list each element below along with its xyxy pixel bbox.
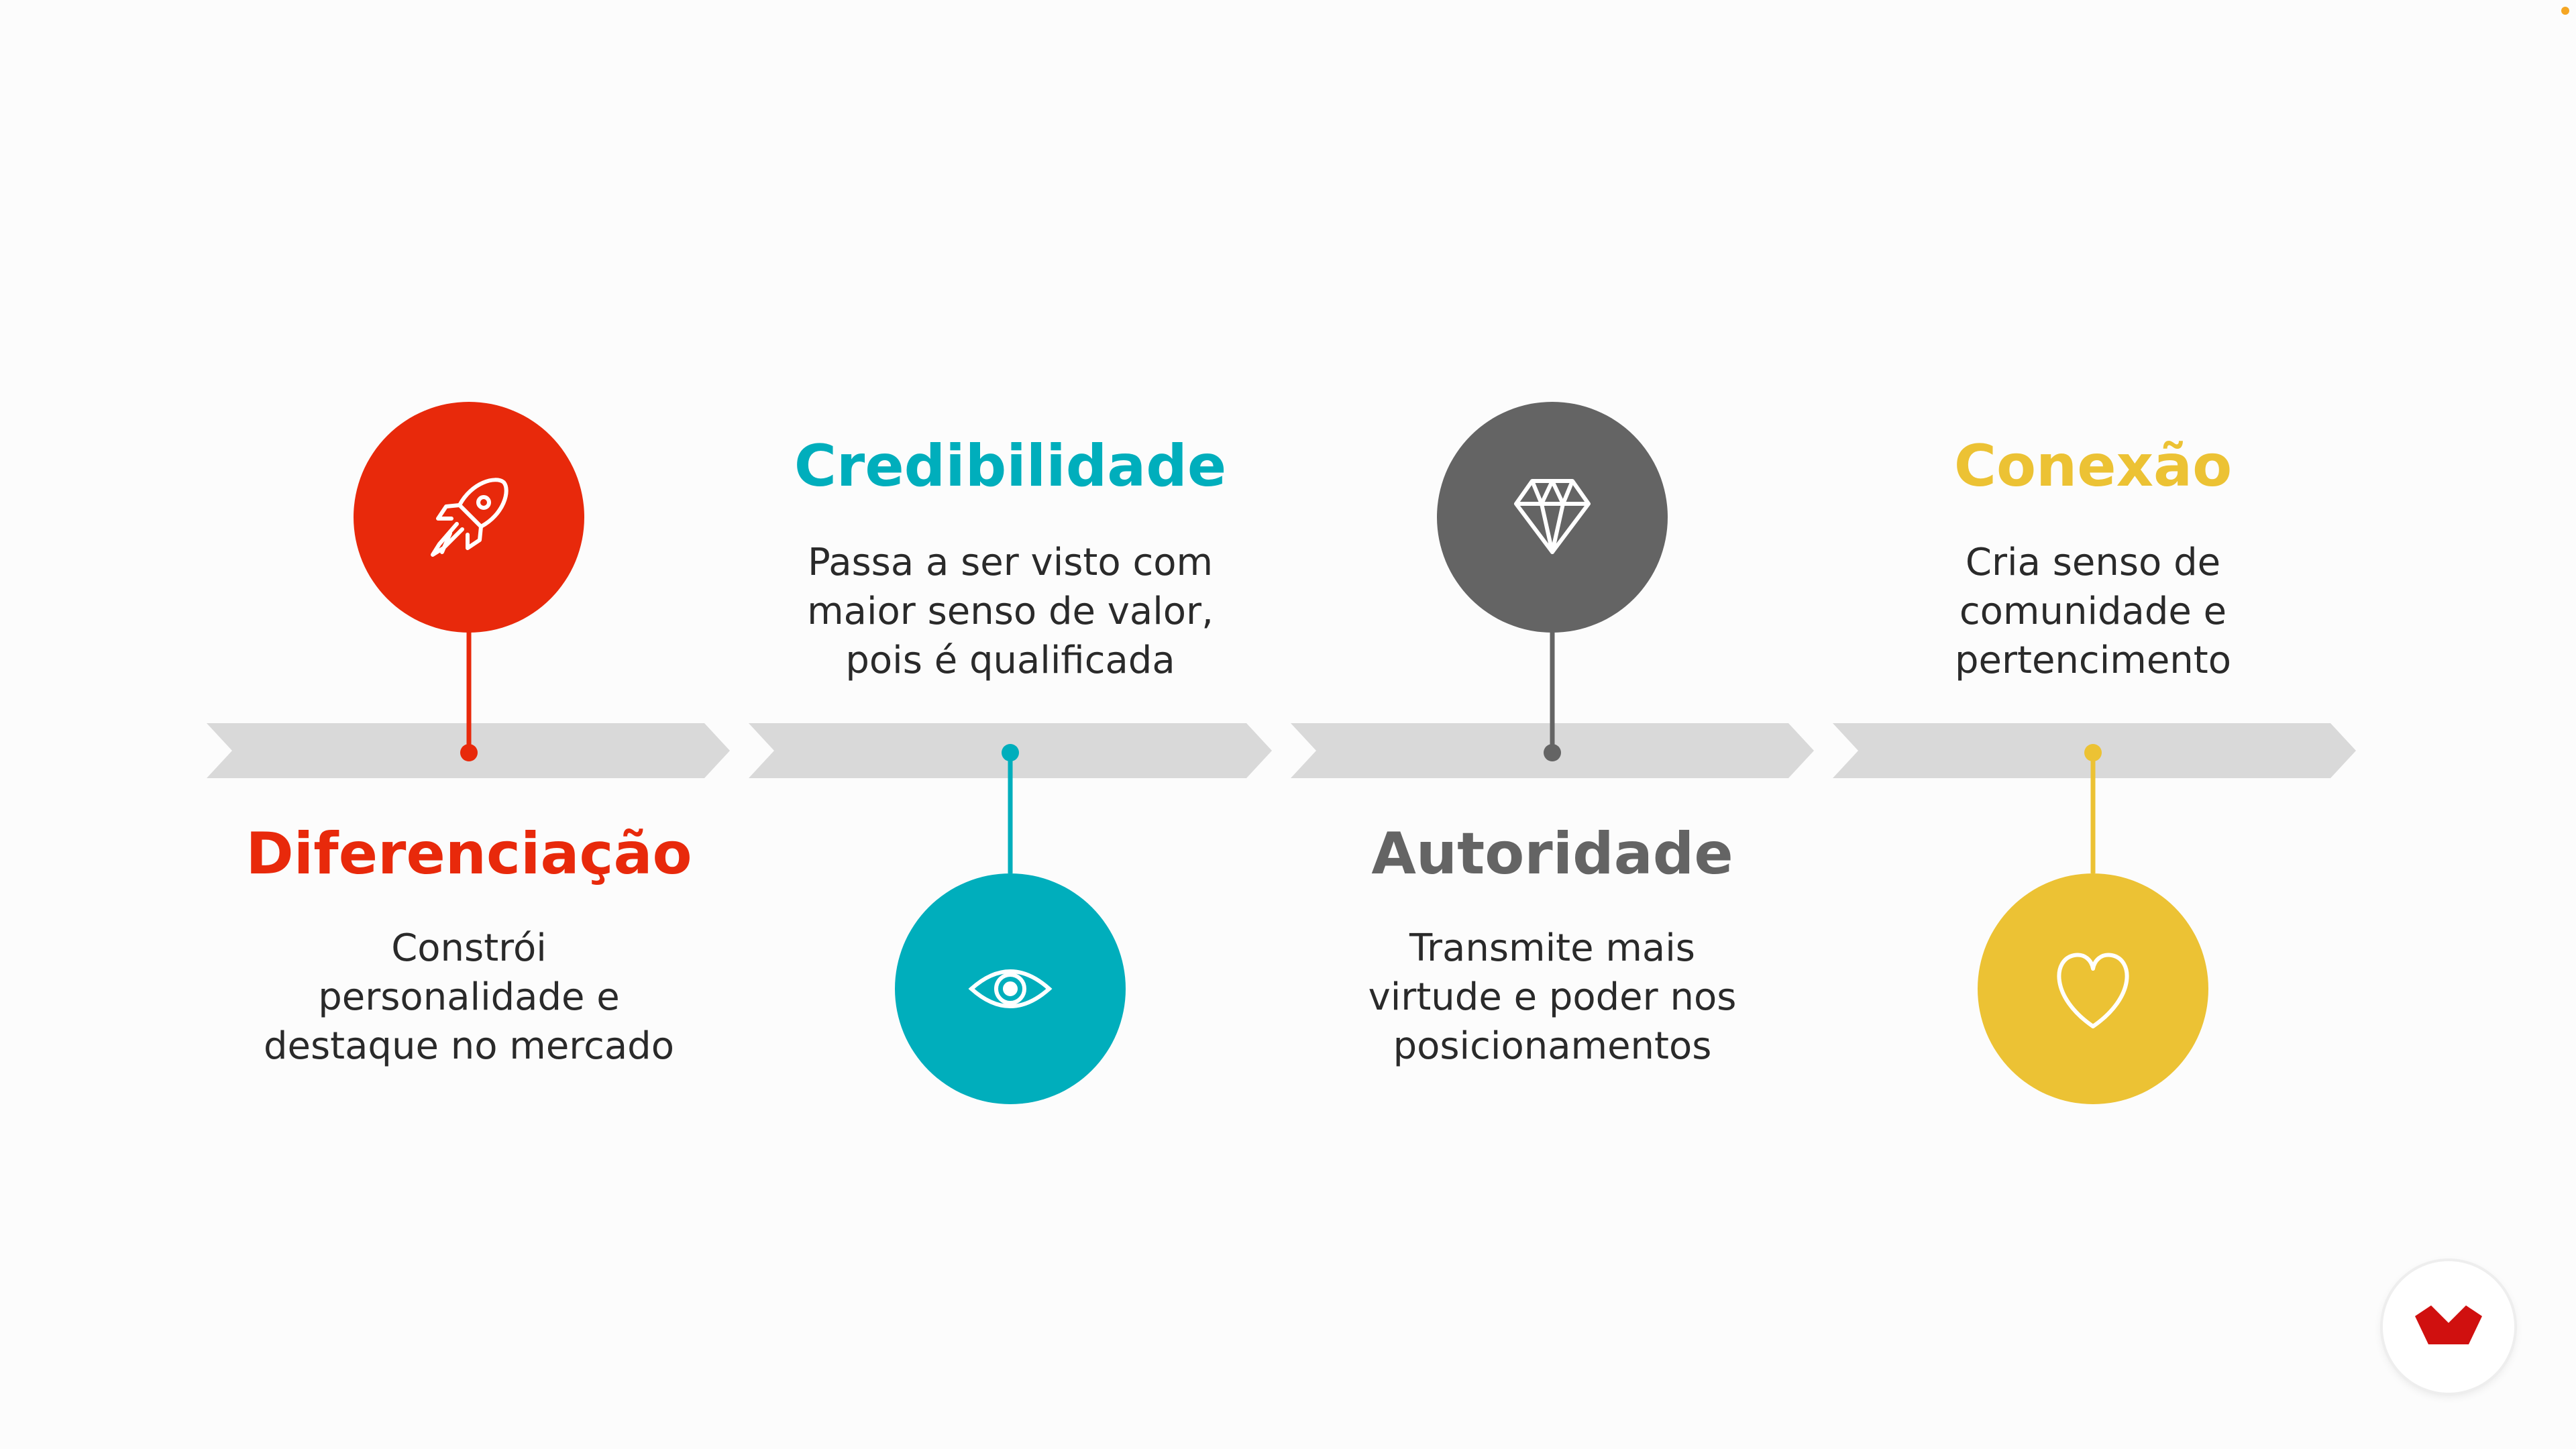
step-title-1: Diferenciação xyxy=(246,820,692,888)
brand-logo-badge[interactable] xyxy=(2383,1261,2514,1393)
step-description-3: Transmite mais virtude e poder nos posic… xyxy=(1250,924,1854,1071)
step-description-1: Constrói personalidade e destaque no mer… xyxy=(167,924,771,1071)
diamond-icon xyxy=(1514,479,1591,554)
step-title-3: Autoridade xyxy=(1371,820,1733,888)
description-line: destaque no mercado xyxy=(263,1024,674,1068)
heart-icon xyxy=(2057,953,2129,1028)
corner-indicator-dot xyxy=(2561,7,2569,15)
step-title-2: Credibilidade xyxy=(794,433,1227,500)
eye-icon xyxy=(968,969,1053,1008)
connector-dot-1 xyxy=(460,744,478,761)
description-line: Cria senso de xyxy=(1965,541,2221,584)
description-line: pertencimento xyxy=(1955,639,2231,682)
rocket-icon xyxy=(431,478,508,557)
description-line: Constrói xyxy=(391,926,547,970)
step-description-4: Cria senso de comunidade e pertencimento xyxy=(1791,538,2395,685)
description-line: maior senso de valor, xyxy=(807,590,1214,633)
brand-logo-icon xyxy=(2415,1305,2482,1344)
description-line: Transmite mais xyxy=(1409,926,1695,970)
connector-dot-2 xyxy=(1002,744,1019,761)
connector-dot-3 xyxy=(1544,744,1561,761)
description-line: virtude e poder nos xyxy=(1368,975,1737,1019)
step-description-2: Passa a ser visto com maior senso de val… xyxy=(708,538,1312,685)
step-circle-3 xyxy=(1437,402,1668,633)
description-line: personalidade e xyxy=(318,975,620,1019)
step-circle-4 xyxy=(1978,873,2208,1104)
description-line: Passa a ser visto com xyxy=(807,541,1214,584)
description-line: pois é qualificada xyxy=(845,639,1175,682)
description-line: comunidade e xyxy=(1959,590,2227,633)
description-line: posicionamentos xyxy=(1393,1024,1712,1068)
step-title-4: Conexão xyxy=(1953,433,2233,500)
connector-dot-4 xyxy=(2084,744,2102,761)
